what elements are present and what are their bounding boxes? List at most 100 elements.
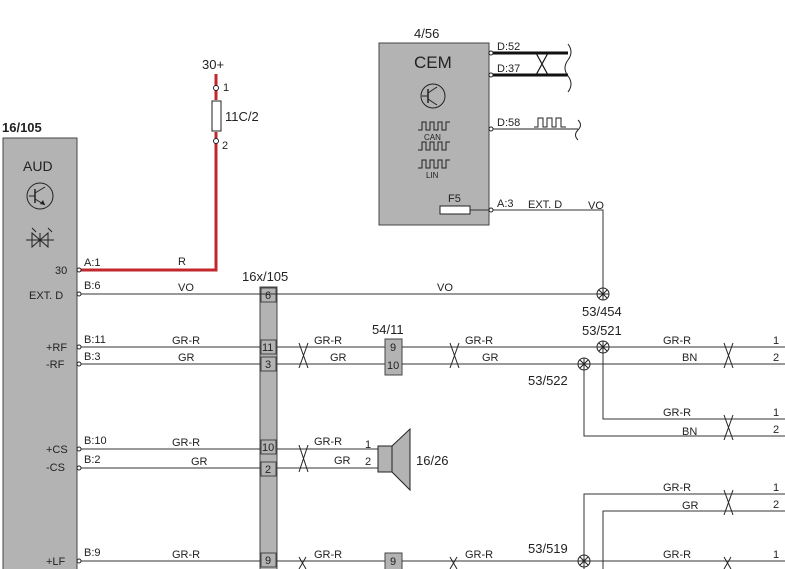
svg-text:6: 6 [265,290,271,302]
cem-pin-d58: D:58 [497,117,520,129]
can-signal-icon [418,121,450,151]
splice-53-454-label: 53/454 [582,304,622,319]
cem-fuse-label: F5 [448,193,461,205]
wire-grr-2: GR-R [314,335,342,347]
svg-text:2: 2 [265,464,271,476]
wire-grr-1: GR-R [172,335,200,347]
wire-gr-6: GR [682,500,699,512]
lin-signal-icon [418,159,450,169]
wire-gr-1: GR [178,352,195,364]
aud-name: AUD [23,158,53,174]
aud-pin-b10: B:10 [84,435,107,447]
speaker-ref: 16/26 [416,453,449,468]
cem-pin-d52: D:52 [497,41,520,53]
wire-bn-2: BN [682,426,697,438]
aud-pin-ncs-label: -CS [46,462,65,474]
diode-icon [26,227,54,249]
lin-label: LIN [426,171,439,180]
aud-pin-30-label: 30 [55,265,67,277]
supply-label: 30+ [202,57,224,72]
svg-text:9: 9 [265,555,271,567]
speaker-pin1: 1 [365,439,371,451]
connector-54-11-lower[interactable] [384,552,403,569]
wire-r-label: R [178,256,186,268]
wire-gr-5: GR [334,455,351,467]
aud-pin-extd-label: EXT. D [29,290,63,302]
transistor-icon [26,182,54,210]
cem-module[interactable] [378,42,490,226]
wire-gr-2: GR [330,352,347,364]
splice-53-521[interactable] [596,340,610,354]
splice-53-454[interactable] [596,287,610,301]
connector-54-11-ref: 54/11 [372,322,404,337]
fuse-pin1: 1 [223,82,229,94]
transistor-icon [420,83,446,109]
wire-grr-6: GR-R [172,437,200,449]
cem-name: CEM [414,53,452,72]
can-bus-wires [488,43,572,93]
cem-pin-d37: D:37 [497,63,520,75]
lin-bus-wire [488,117,581,141]
wire-gr-4: GR [191,456,208,468]
connector-16x105-pins: 6 11 3 10 2 9 [260,287,277,568]
wire-grr-9: GR-R [172,549,200,561]
svg-text:11: 11 [262,342,273,354]
cem-pin-a3: A:3 [497,198,514,210]
wire-grr-7: GR-R [314,436,342,448]
cem-fuse[interactable] [439,205,471,215]
aud-pin-b11: B:11 [84,334,106,346]
aud-pin-a1: A:1 [84,257,101,269]
connector-54-11[interactable] [384,338,403,376]
aud-pin-prf-label: +RF [46,342,67,354]
wire-grr-11: GR-R [465,549,493,561]
wire-grr-4: GR-R [663,335,691,347]
aud-module[interactable] [2,137,78,569]
connector-16x105-ref: 16x/105 [242,269,288,284]
wire-bn-1: BN [682,352,697,364]
wire-vo-cem: VO [588,200,604,212]
splice-53-519[interactable] [577,554,591,568]
svg-text:3: 3 [265,359,271,371]
fuse-pin2: 2 [222,140,228,152]
aud-ref: 16/105 [2,120,42,135]
wire-grr-12: GR-R [663,549,691,561]
splice-53-522-label: 53/522 [528,373,568,388]
wire-grr-10: GR-R [314,549,342,561]
connector-54-11-pin9: 9 [390,342,396,354]
wire-grr-3: GR-R [465,335,493,347]
right-pin-1d: 1 [773,549,779,561]
aud-pin-nrf-label: -RF [46,359,65,371]
can-label: CAN [424,133,441,142]
right-pin-1c: 1 [773,482,779,494]
connector-54-11-pin10: 10 [387,360,399,372]
svg-text:10: 10 [262,442,274,454]
splice-53-522[interactable] [577,357,591,371]
splice-53-519-label: 53/519 [528,541,568,556]
fuse-ref: 11C/2 [225,109,259,124]
cem-ref: 4/56 [414,26,439,41]
right-pin-2a: 2 [773,352,779,364]
wire-vo-1: VO [178,282,194,294]
connector-54-11-pin9b: 9 [390,556,396,568]
wire-grr-5: GR-R [663,407,691,419]
aud-pin-pcs-label: +CS [46,444,68,456]
right-pin-1b: 1 [773,407,779,419]
aud-pin-b9: B:9 [84,547,101,559]
power-wire[interactable] [80,132,218,272]
right-pin-2b: 2 [773,424,779,436]
aud-pin-b3: B:3 [84,351,101,363]
wire-gr-3: GR [482,352,499,364]
aud-pin-b6: B:6 [84,280,101,292]
splice-53-521-label: 53/521 [582,323,622,338]
cem-ext-label: EXT. D [528,199,562,211]
right-pin-2c: 2 [773,499,779,511]
connector-16x105[interactable] [259,286,278,569]
speaker-icon[interactable] [377,427,411,492]
right-pin-1a: 1 [773,335,779,347]
speaker-pin2: 2 [365,456,371,468]
aud-pin-b2: B:2 [84,454,101,466]
fuse-11c2[interactable] [211,100,222,132]
aud-pin-plf-label: +LF [46,556,66,568]
wire-vo-2: VO [437,282,453,294]
